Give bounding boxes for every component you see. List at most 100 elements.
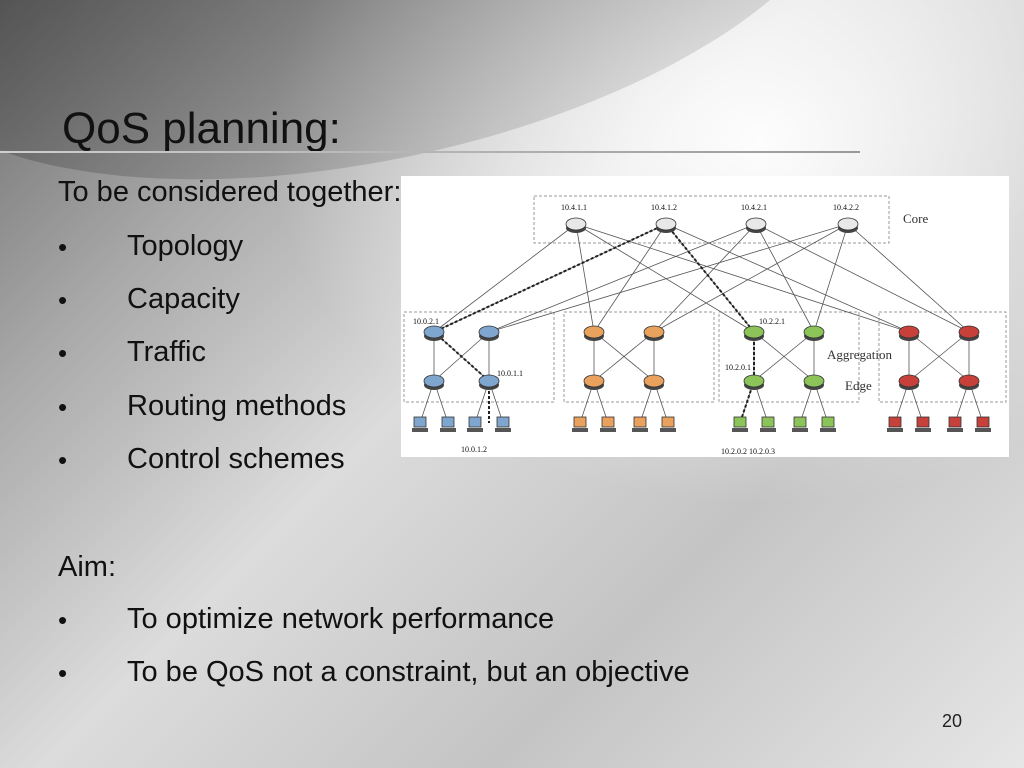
core-ip-3: 10.4.2.1 xyxy=(741,203,767,212)
pod-3-box xyxy=(718,311,860,403)
aggregation-switch-icon xyxy=(583,325,605,339)
aim-label: Aim: xyxy=(58,551,116,583)
aggregation-switch-icon xyxy=(643,325,665,339)
host-computer-icon xyxy=(661,416,675,428)
pod3-edge-ip: 10.2.0.1 xyxy=(725,363,751,372)
consideration-traffic: Traffic xyxy=(127,336,206,368)
edge-switch-icon xyxy=(898,374,920,388)
highlighted-path-link xyxy=(433,331,490,382)
edge-switch-icon xyxy=(958,374,980,388)
bullet: • xyxy=(58,605,68,635)
core-agg-link xyxy=(593,223,667,333)
host-computer-icon xyxy=(916,416,930,428)
pod-2-box xyxy=(563,311,715,403)
core-switch-icon xyxy=(565,217,587,231)
core-agg-link xyxy=(575,223,910,333)
host-keyboard-icon xyxy=(975,428,991,432)
pod3-hosts-ip: 10.2.0.2 10.2.0.3 xyxy=(721,447,775,456)
host-computer-icon xyxy=(573,416,587,428)
pod1-edge-ip: 10.0.1.1 xyxy=(497,369,523,378)
host-computer-icon xyxy=(441,416,455,428)
edge-switch-icon xyxy=(423,374,445,388)
aggregation-switch-icon xyxy=(803,325,825,339)
pod-4-box xyxy=(878,311,1007,403)
host-computer-icon xyxy=(821,416,835,428)
fat-tree-topology-diagram: Core Aggregation Edge 10.4.1.1 10.4.1.2 … xyxy=(401,176,1009,457)
hosts-group xyxy=(412,416,991,432)
core-agg-link xyxy=(433,223,577,333)
host-keyboard-icon xyxy=(760,428,776,432)
host-keyboard-icon xyxy=(947,428,963,432)
core-agg-link xyxy=(575,223,755,333)
core-agg-link xyxy=(847,223,970,333)
core-layer-box xyxy=(533,195,890,244)
pod1-agg-ip: 10.0.2.1 xyxy=(413,317,439,326)
edge-switch-icon xyxy=(743,374,765,388)
consideration-topology: Topology xyxy=(127,230,244,262)
host-computer-icon xyxy=(948,416,962,428)
pod3-agg-ip: 10.2.2.1 xyxy=(759,317,785,326)
host-computer-icon xyxy=(601,416,615,428)
core-agg-link xyxy=(653,223,849,333)
host-keyboard-icon xyxy=(440,428,456,432)
core-agg-link xyxy=(488,223,757,333)
consideration-control-schemes: Control schemes xyxy=(127,443,345,475)
core-ip-1: 10.4.1.1 xyxy=(561,203,587,212)
core-ip-2: 10.4.1.2 xyxy=(651,203,677,212)
consideration-capacity: Capacity xyxy=(127,283,240,315)
host-keyboard-icon xyxy=(732,428,748,432)
host-computer-icon xyxy=(761,416,775,428)
host-keyboard-icon xyxy=(820,428,836,432)
host-computer-icon xyxy=(733,416,747,428)
pod1-host-ip: 10.0.1.2 xyxy=(461,445,487,454)
core-label: Core xyxy=(903,211,929,226)
links-group xyxy=(419,223,984,424)
consideration-routing-methods: Routing methods xyxy=(127,390,347,422)
aggregation-switch-icon xyxy=(958,325,980,339)
host-computer-icon xyxy=(468,416,482,428)
edge-label: Edge xyxy=(845,378,872,393)
host-keyboard-icon xyxy=(792,428,808,432)
core-switch-icon xyxy=(745,217,767,231)
title-divider xyxy=(0,151,860,153)
core-agg-link xyxy=(665,223,910,333)
switches-group xyxy=(423,217,980,390)
aggregation-switch-icon xyxy=(423,325,445,339)
core-switch-icon xyxy=(655,217,677,231)
core-agg-link xyxy=(813,223,849,333)
highlighted-path-link xyxy=(433,223,667,333)
bullet: • xyxy=(58,445,68,475)
host-computer-icon xyxy=(793,416,807,428)
core-agg-link xyxy=(575,223,595,333)
host-computer-icon xyxy=(413,416,427,428)
agg-edge-link xyxy=(908,331,970,382)
aggregation-label: Aggregation xyxy=(827,347,892,362)
core-agg-link xyxy=(755,223,815,333)
edge-switch-icon xyxy=(583,374,605,388)
host-computer-icon xyxy=(633,416,647,428)
host-computer-icon xyxy=(496,416,510,428)
host-keyboard-icon xyxy=(467,428,483,432)
core-ip-4: 10.4.2.2 xyxy=(833,203,859,212)
edge-switch-icon xyxy=(643,374,665,388)
core-switch-icon xyxy=(837,217,859,231)
agg-edge-link xyxy=(753,331,815,382)
bullet: • xyxy=(58,658,68,688)
edge-switch-icon xyxy=(803,374,825,388)
host-keyboard-icon xyxy=(572,428,588,432)
aim-qos-objective: To be QoS not a constraint, but an objec… xyxy=(127,656,690,688)
slide-title: QoS planning: xyxy=(62,104,341,153)
page-number: 20 xyxy=(942,711,963,731)
bullet: • xyxy=(58,392,68,422)
aggregation-switch-icon xyxy=(478,325,500,339)
host-computer-icon xyxy=(888,416,902,428)
core-agg-link xyxy=(755,223,970,333)
host-keyboard-icon xyxy=(632,428,648,432)
host-keyboard-icon xyxy=(495,428,511,432)
aggregation-switch-icon xyxy=(898,325,920,339)
aggregation-switch-icon xyxy=(743,325,765,339)
host-keyboard-icon xyxy=(660,428,676,432)
intro-text: To be considered together: xyxy=(58,176,402,208)
edge-switch-icon xyxy=(478,374,500,388)
bullet: • xyxy=(58,338,68,368)
